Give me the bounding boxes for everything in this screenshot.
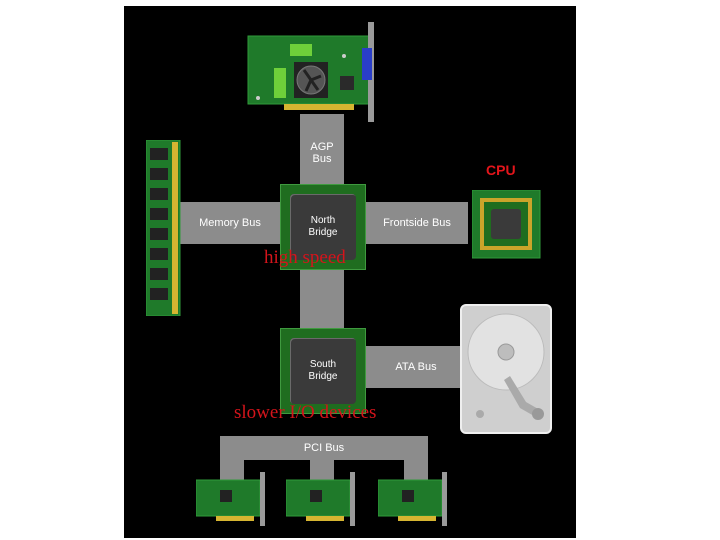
hard-drive [460, 304, 552, 434]
pc-architecture-diagram: AGP Bus Memory Bus Frontside Bus ATA Bus… [124, 6, 576, 538]
north-south-link [300, 268, 344, 328]
south-bridge-label: South Bridge [290, 338, 356, 404]
agp-graphics-card [247, 22, 374, 122]
memory-bus: Memory Bus [178, 202, 282, 244]
agp-bus: AGP Bus [300, 114, 344, 192]
memory-module [146, 140, 181, 316]
cpu-label: CPU [486, 162, 516, 178]
ata-bus: ATA Bus [364, 346, 468, 388]
north-bridge-label: North Bridge [290, 194, 356, 260]
pci-card-1 [196, 472, 265, 526]
cpu-chip [472, 190, 541, 259]
pci-drop-1 [220, 460, 244, 480]
pci-bus: PCI Bus [220, 436, 428, 460]
slower-io-annotation: slower I/O devices [234, 402, 377, 423]
pci-drop-3 [404, 460, 428, 480]
pci-card-2 [286, 472, 355, 526]
north-bridge-chip: North Bridge [280, 184, 366, 270]
high-speed-annotation: high speed [264, 247, 346, 268]
pci-drop-2 [310, 460, 334, 480]
pci-card-3 [378, 472, 447, 526]
south-bridge-chip: South Bridge [280, 328, 366, 414]
frontside-bus: Frontside Bus [366, 202, 468, 244]
